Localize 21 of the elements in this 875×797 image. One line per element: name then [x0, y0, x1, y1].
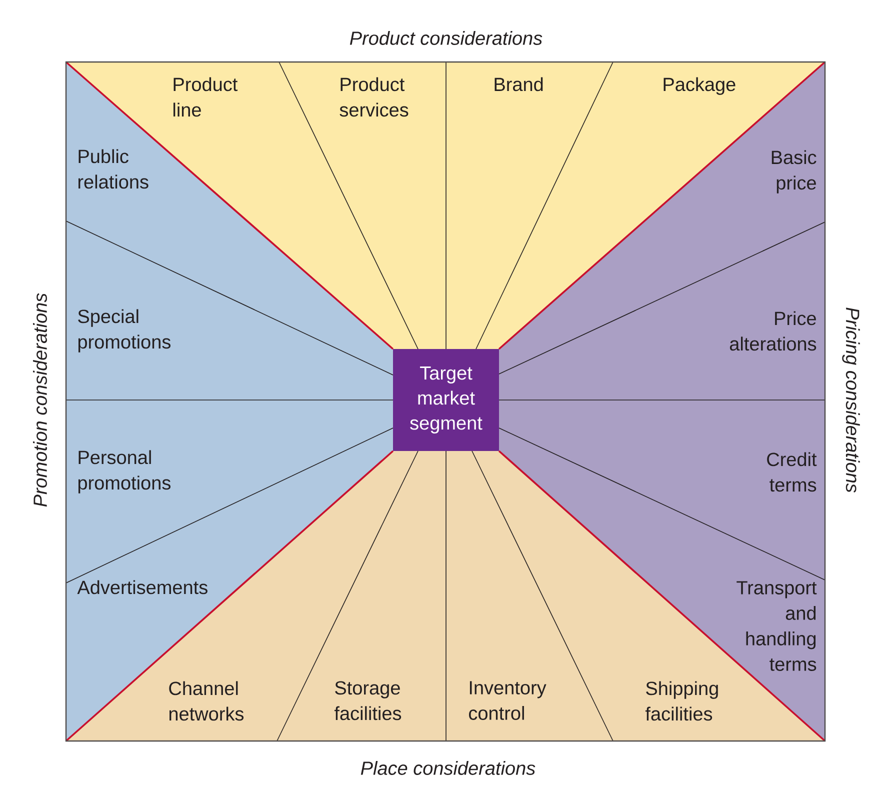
- factor-label: Basic price: [772, 150, 816, 194]
- side-heading: Place considerations: [360, 761, 536, 775]
- factor-label: Product line: [174, 77, 238, 117]
- side-heading: Product considerations: [350, 31, 542, 45]
- side-heading: Pricing considerations: [842, 308, 860, 492]
- factor-label: Brand: [494, 77, 543, 92]
- factor-label: Storage facilities: [334, 681, 402, 720]
- factor-label: Public relations: [78, 149, 148, 189]
- segment-box: Target market segment: [393, 349, 499, 451]
- factor-label: Personal promotions: [78, 450, 170, 494]
- factor-label: Credit terms: [767, 452, 817, 492]
- factor-label: Special promotions: [78, 309, 170, 352]
- factor-label: Price alterations: [730, 311, 816, 351]
- factor-label: Inventory control: [469, 681, 546, 720]
- factor-label: Product services: [340, 77, 408, 117]
- factor-label: Transport and handling terms: [736, 581, 817, 671]
- factor-label: Package: [664, 77, 736, 95]
- factor-label: Channel networks: [169, 681, 244, 721]
- factor-label: Advertisements: [77, 580, 208, 594]
- side-heading: Promotion considerations: [33, 293, 47, 507]
- factor-label: Shipping facilities: [645, 681, 718, 721]
